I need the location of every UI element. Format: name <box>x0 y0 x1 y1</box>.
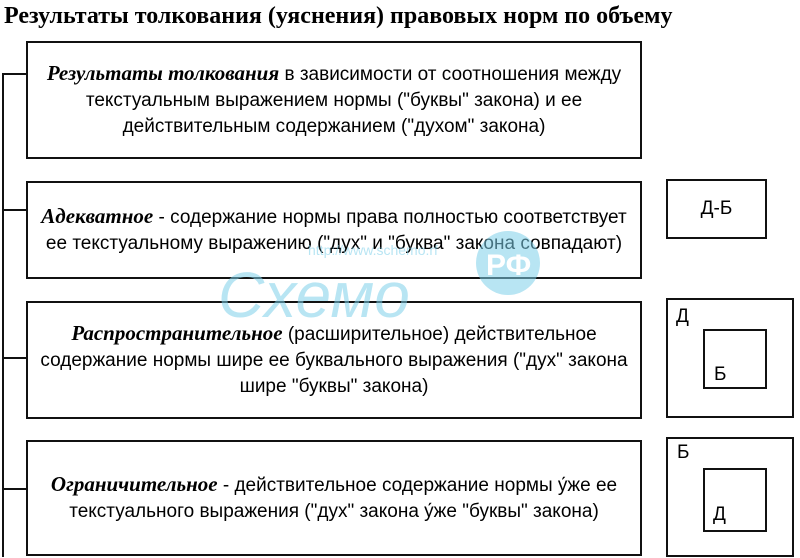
restrictive-scheme-outer-label: Б <box>677 442 690 463</box>
extensive-scheme-outer-label: Д <box>676 306 689 327</box>
extensive-scheme-inner-label: Б <box>714 364 727 385</box>
results-definition-box: Результаты толкования в зависимости от с… <box>26 41 642 159</box>
adequate-scheme-box <box>666 179 767 239</box>
restrictive-scheme-inner <box>703 468 767 532</box>
restrictive-text: - действительное содержание нормы у́же е… <box>69 475 618 522</box>
restrictive-lead: Ограничительное <box>50 472 218 496</box>
adequate-lead: Адекватное <box>41 204 154 228</box>
extensive-scheme-inner <box>703 329 767 389</box>
bracket-tick-4 <box>2 488 26 490</box>
bracket-tick-1 <box>2 73 26 75</box>
extensive-box: Распространительное (расширительное) дей… <box>26 301 642 419</box>
restrictive-box: Ограничительное - действительное содержа… <box>26 440 642 556</box>
bracket-tick-3 <box>2 357 26 359</box>
extensive-text: (расширительное) действительное содержан… <box>40 324 628 397</box>
results-definition-text: в зависимости от соотношения между текст… <box>85 64 622 137</box>
extensive-scheme-outer <box>666 298 794 418</box>
results-definition-lead: Результаты толкования <box>46 61 280 85</box>
bracket-vertical-line <box>2 73 4 557</box>
restrictive-scheme-inner-label: Д <box>713 504 726 525</box>
adequate-scheme-label: Д-Б <box>700 198 733 219</box>
bracket-tick-2 <box>2 209 26 211</box>
page-title: Результаты толкования (уяснения) правовы… <box>4 3 673 29</box>
adequate-box: Адекватное - содержание нормы права полн… <box>26 181 642 279</box>
extensive-lead: Распространительное <box>71 321 283 345</box>
